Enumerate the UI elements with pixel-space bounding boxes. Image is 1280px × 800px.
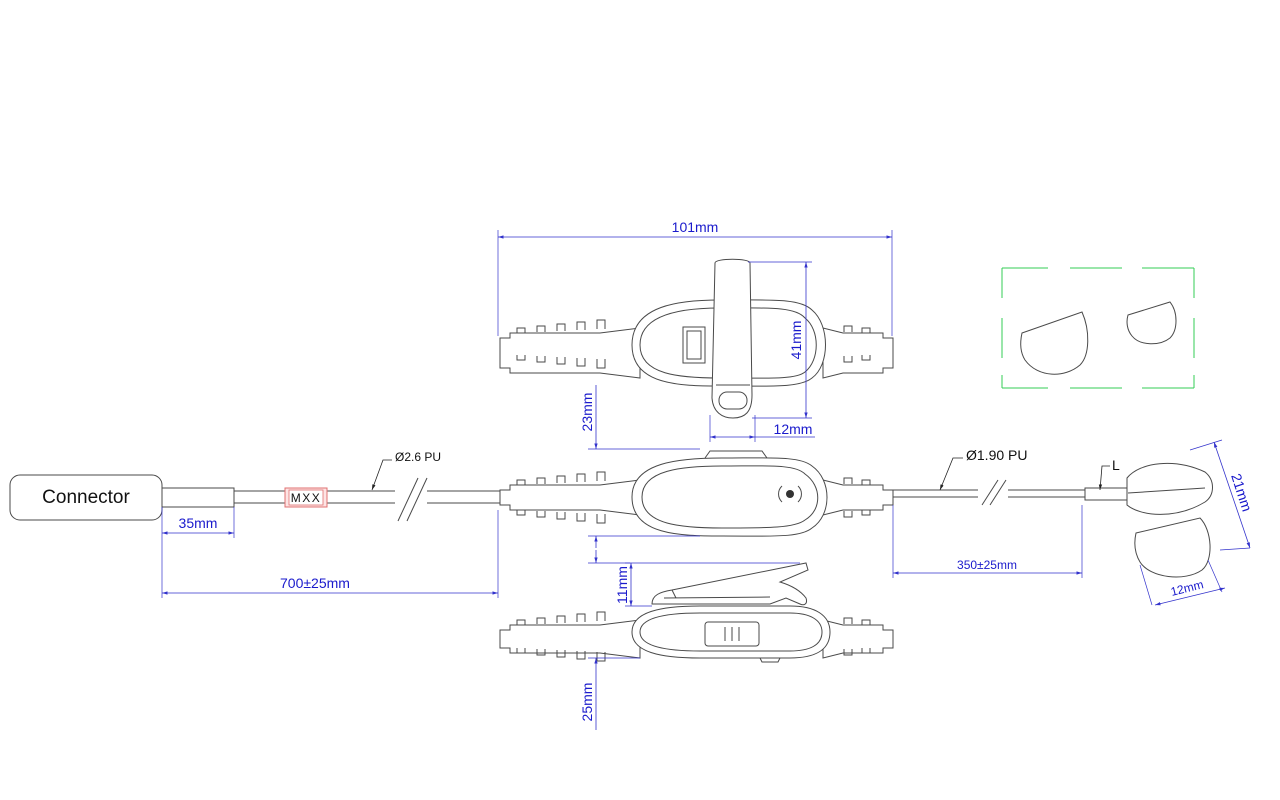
middle-view bbox=[499, 450, 894, 537]
callout-lead: L bbox=[1098, 457, 1120, 491]
dim-clip-height: 41mm bbox=[748, 261, 812, 419]
clip-side bbox=[651, 562, 809, 606]
callout-right-cable: Ø1.90 PU bbox=[939, 447, 1027, 491]
cable-left-label: Ø2.6 PU bbox=[395, 450, 441, 464]
dim-body-height-bottom: 25mm bbox=[579, 550, 640, 730]
lead-mark-label: L bbox=[1112, 457, 1120, 473]
dim-101-text: 101mm bbox=[672, 219, 719, 235]
dim-body-height-top: 23mm bbox=[579, 385, 700, 548]
detail-view bbox=[1001, 267, 1195, 389]
top-view bbox=[499, 258, 894, 419]
dim-clip-width: 12mm bbox=[709, 415, 815, 442]
dim-23-text: 23mm bbox=[579, 393, 595, 432]
right-cable bbox=[893, 479, 1128, 506]
window-slot bbox=[682, 326, 706, 364]
housing-middle bbox=[631, 457, 828, 537]
cable-right-label: Ø1.90 PU bbox=[966, 447, 1027, 463]
marker-sleeve: MXX bbox=[284, 487, 328, 508]
dim-left-cable-length: 700±25mm bbox=[162, 510, 499, 598]
dim-700-text: 700±25mm bbox=[280, 575, 350, 591]
strain-relief-right-top bbox=[822, 325, 894, 379]
clip-top bbox=[711, 258, 753, 419]
dim-connector-tail: 35mm bbox=[161, 507, 235, 598]
marker-label: MXX bbox=[291, 491, 322, 505]
dim-12-sensor-text: 12mm bbox=[1169, 577, 1205, 599]
strain-relief-left-top bbox=[499, 319, 641, 379]
connector-label: Connector bbox=[42, 487, 130, 508]
dim-right-cable-length: 350±25mm bbox=[892, 505, 1083, 578]
mic-hole-icon bbox=[786, 490, 794, 498]
sensor bbox=[1126, 462, 1213, 578]
dim-35-text: 35mm bbox=[179, 515, 218, 531]
dim-clip-side: 11mm bbox=[614, 562, 800, 607]
dim-41-text: 41mm bbox=[788, 321, 804, 360]
dim-overall-width: 101mm bbox=[497, 219, 893, 336]
dim-11-text: 11mm bbox=[614, 566, 630, 604]
bottom-view bbox=[499, 562, 894, 663]
callout-left-cable: Ø2.6 PU bbox=[371, 450, 441, 491]
dim-350-text: 350±25mm bbox=[957, 558, 1017, 572]
dim-25-text: 25mm bbox=[579, 683, 595, 722]
dim-21-text: 21mm bbox=[1228, 471, 1255, 513]
dim-12-clip-text: 12mm bbox=[774, 421, 813, 437]
connector-tail bbox=[161, 487, 235, 508]
left-cable bbox=[234, 477, 500, 522]
